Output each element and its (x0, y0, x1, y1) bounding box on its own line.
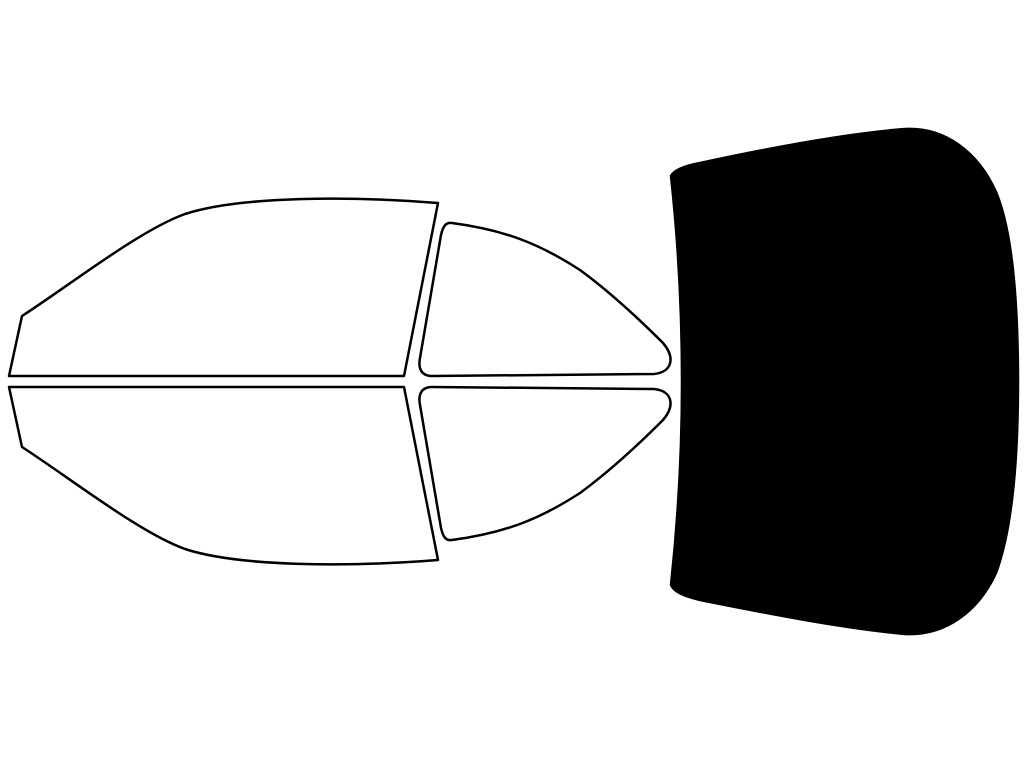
rear-right-door-window (418, 385, 672, 542)
front-right-door-window (7, 385, 440, 566)
rear-left-door-window (418, 221, 672, 378)
rear-windshield (669, 127, 1020, 636)
front-left-door-window (7, 197, 440, 378)
